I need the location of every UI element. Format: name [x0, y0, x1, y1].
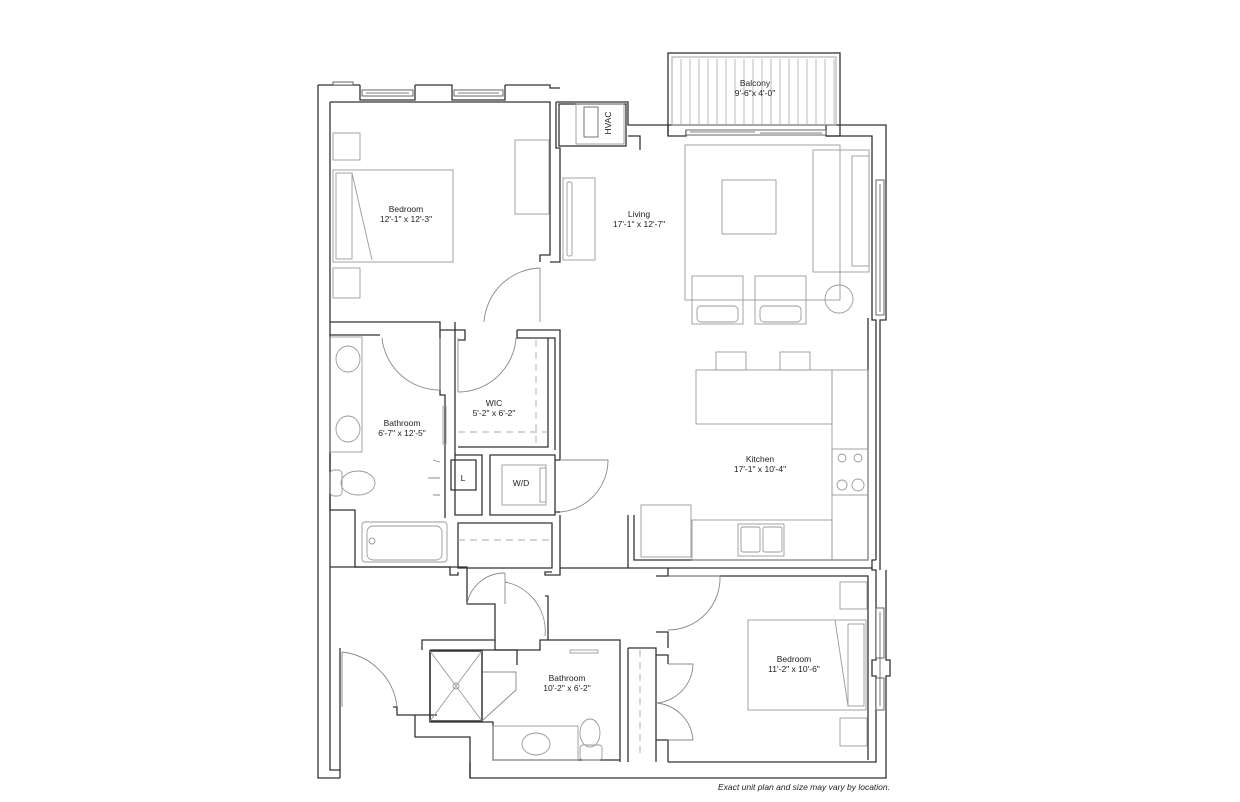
room-labels: Balcony 9'-6"x 4'-0" Bedroom 12'-1" x 12… — [378, 78, 820, 693]
bedroom-1 — [332, 132, 550, 299]
kitchen-fixtures — [640, 351, 869, 561]
kitchen-size: 17'-1" x 10'-4" — [734, 464, 786, 474]
washer-dryer-unit — [501, 464, 547, 506]
bedroom1-name: Bedroom — [389, 204, 424, 214]
walls — [317, 84, 891, 779]
living-size: 17'-1" x 12'-7" — [613, 219, 665, 229]
wic-name: WIC — [486, 398, 503, 408]
doors — [341, 267, 721, 741]
hvac-closet — [558, 103, 627, 147]
balcony — [667, 52, 841, 126]
kitchen-name: Kitchen — [746, 454, 775, 464]
bedroom-2-furniture — [639, 581, 868, 758]
washer-dryer-label: W/D — [513, 478, 530, 488]
bathroom-1-fixtures — [329, 336, 448, 563]
living-name: Living — [628, 209, 650, 219]
windows — [332, 81, 885, 711]
disclaimer-note: Exact unit plan and size may vary by loc… — [718, 782, 890, 792]
bedroom1-size: 12'-1" x 12'-3" — [380, 214, 432, 224]
linen-label: L — [461, 473, 466, 483]
wic-size: 5'-2" x 6'-2" — [473, 408, 516, 418]
bathroom-2-fixtures — [429, 649, 603, 761]
bathroom1-size: 6'-7" x 12'-5" — [378, 428, 426, 438]
balcony-name: Balcony — [740, 78, 771, 88]
bedroom2-name: Bedroom — [777, 654, 812, 664]
balcony-size: 9'-6"x 4'-0" — [735, 88, 775, 98]
hvac-label: HVAC — [603, 112, 613, 135]
living-furniture — [562, 144, 870, 325]
bathroom2-name: Bathroom — [549, 673, 586, 683]
bedroom2-size: 11'-2" x 10'-6" — [768, 664, 820, 674]
bathroom2-size: 10'-2" x 6'-2" — [543, 683, 591, 693]
bathroom1-name: Bathroom — [384, 418, 421, 428]
